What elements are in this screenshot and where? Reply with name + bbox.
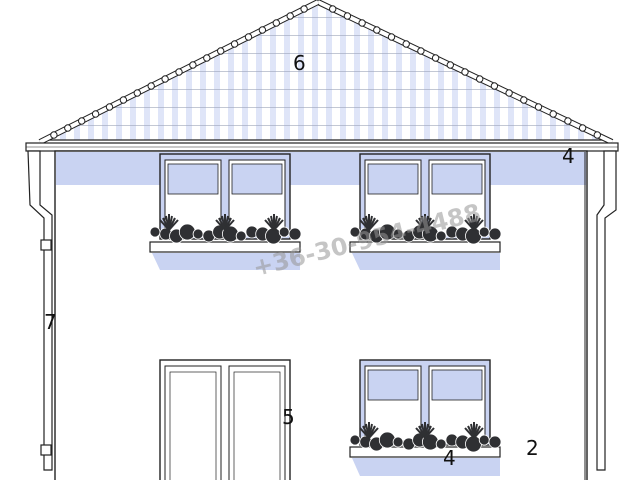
- callout-window-sill: 4: [443, 446, 456, 470]
- callout-door: 5: [282, 405, 295, 429]
- callout-gutter: 4: [562, 144, 575, 168]
- roof: [38, 0, 614, 145]
- callout-wall: 2: [526, 436, 539, 460]
- callout-roof: 6: [293, 51, 306, 75]
- callout-downpipe: 7: [44, 310, 57, 334]
- facade-wall: [54, 150, 588, 480]
- window-sill-lower-right: [349, 446, 501, 476]
- balcony-door: [159, 359, 291, 480]
- window-upper-left: [159, 153, 291, 240]
- ridge-tile-segments: [50, 5, 601, 139]
- flower-box-plants-icon: [349, 422, 502, 453]
- window-sill-upper-left: [149, 241, 301, 270]
- window-sill-upper-right: [349, 241, 501, 270]
- flower-box-plants-icon: [149, 214, 302, 245]
- downpipe-left: [27, 150, 53, 471]
- eaves-gutter: [25, 142, 619, 152]
- flower-box-plants-icon: [349, 214, 502, 245]
- downpipe-right: [596, 150, 617, 471]
